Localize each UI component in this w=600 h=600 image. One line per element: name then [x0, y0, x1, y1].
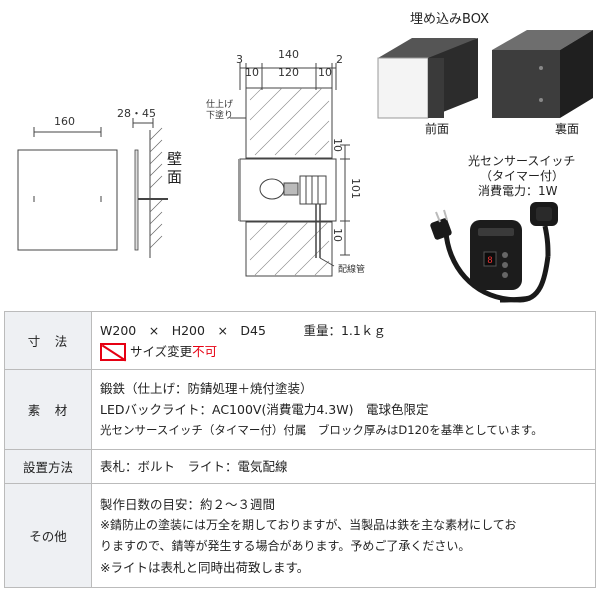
box-front-label: 前面	[425, 122, 450, 136]
sensor-line-2: （タイマー付）	[480, 169, 565, 183]
finish-label: 仕上げ 下塗り	[206, 100, 234, 121]
dim-160: 160	[54, 115, 75, 128]
spec-head-installation: 設置方法	[4, 449, 92, 484]
box-back-image	[492, 30, 593, 118]
spec-body-material: 鍛鉄（仕上げ：防錆処理＋焼付塗装） LEDバックライト：AC100V(消費電力4…	[91, 369, 596, 450]
spec-row-installation: 設置方法 表札：ボルト ライト：電気配線	[4, 449, 596, 484]
other-line: ※錆防止の塗装には万全を期しておりますが、当製品は鉄を主な素材にしてお	[100, 517, 517, 532]
dim-10-left: 10	[245, 66, 259, 79]
spec-head-material: 素 材	[4, 369, 92, 450]
sensor-line-1: 光センサースイッチ	[468, 154, 576, 168]
material-line: LEDバックライト：AC100V(消費電力4.3W) 電球色限定	[100, 402, 429, 417]
spec-row-dimensions: 寸 法 W200 × H200 × D45 重量：1.1ｋｇ サイズ変更不可	[4, 311, 596, 370]
dim-101: 101	[349, 178, 362, 199]
box-back-label: 裏面	[555, 122, 580, 136]
sensor-line-3: 消費電力：1W	[478, 184, 558, 198]
sensor-switch-image: 8	[430, 202, 558, 303]
nameplate-side-view	[134, 149, 139, 251]
installation-line: 表札：ボルト ライト：電気配線	[100, 459, 288, 474]
spec-body-dimensions: W200 × H200 × D45 重量：1.1ｋｇ サイズ変更不可	[91, 311, 596, 370]
spec-row-material: 素 材 鍛鉄（仕上げ：防錆処理＋焼付塗装） LEDバックライト：AC100V(消…	[4, 369, 596, 450]
not-allowed-text: 不可	[192, 343, 218, 359]
material-line: 鍛鉄（仕上げ：防錆処理＋焼付塗装）	[100, 381, 313, 396]
technical-drawing: 8	[17, 30, 593, 303]
conduit-label: 配線管	[338, 265, 366, 275]
other-line: ※ライトは表札と同時出荷致します。	[100, 559, 310, 575]
block-cross-section	[238, 87, 337, 277]
dim-right-10-bottom: 10	[331, 228, 344, 242]
svg-text:8: 8	[487, 256, 492, 266]
other-line: 製作日数の目安：約２～３週間	[100, 496, 276, 512]
box-front-image	[377, 38, 478, 119]
material-line: 光センサースイッチ（タイマー付）付属 ブロック厚みはD120を基準としています。	[100, 423, 543, 437]
dim-28-45: 28・45	[117, 107, 156, 120]
size-change-note: サイズ変更不可	[100, 341, 587, 362]
dim-3: 3	[236, 53, 243, 66]
dim-right-10-top: 10	[331, 138, 344, 152]
dim-2: 2	[336, 53, 343, 66]
other-line: りますので、錆等が発生する場合があります。予めご了承ください。	[100, 538, 471, 553]
prohibited-icon	[100, 343, 126, 361]
wall-label: 壁 面	[167, 150, 183, 186]
bulb-icon	[259, 178, 285, 200]
box-title: 埋め込みBOX	[410, 12, 489, 27]
spec-body-installation: 表札：ボルト ライト：電気配線	[91, 449, 596, 484]
spec-table: 寸 法 W200 × H200 × D45 重量：1.1ｋｇ サイズ変更不可 素…	[4, 311, 596, 588]
dim-140: 140	[278, 48, 299, 61]
spec-head-dimensions: 寸 法	[4, 311, 92, 370]
dim-120: 120	[278, 66, 299, 79]
dimensions-text: W200 × H200 × D45 重量：1.1ｋｇ	[100, 322, 386, 338]
spec-body-other: 製作日数の目安：約２～３週間 ※錆防止の塗装には万全を期しておりますが、当製品は…	[91, 483, 596, 588]
dim-10-right: 10	[318, 66, 332, 79]
spec-head-other: その他	[4, 483, 92, 588]
nameplate-front-view	[17, 149, 118, 251]
spec-row-other: その他 製作日数の目安：約２～３週間 ※錆防止の塗装には万全を期しておりますが、…	[4, 483, 596, 588]
